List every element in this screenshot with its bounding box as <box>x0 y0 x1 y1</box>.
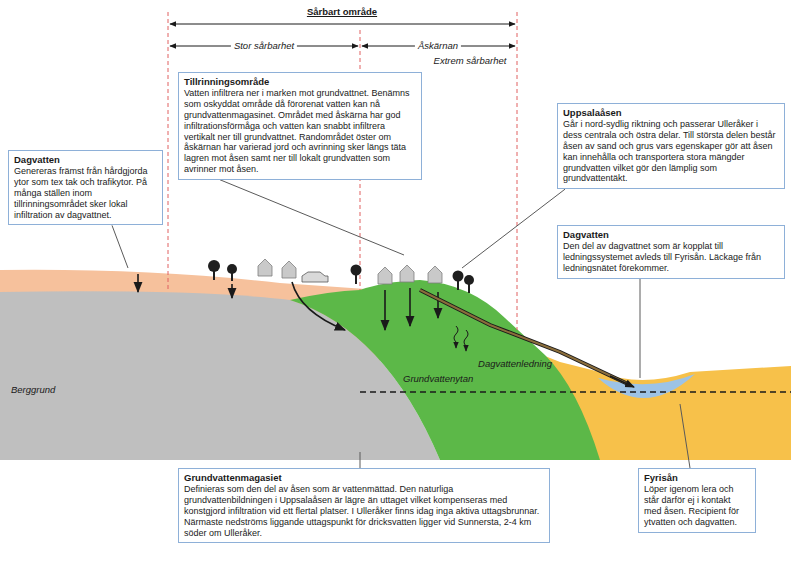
callout-text: Vatten infiltrera ner i marken mot grund… <box>184 88 416 174</box>
houses <box>258 259 442 284</box>
callout-heading: Fyrisån <box>644 472 750 483</box>
house <box>258 259 272 276</box>
tree-crown <box>351 265 362 276</box>
callout-heading: Dagvatten <box>563 229 779 240</box>
leader-line <box>220 180 404 255</box>
leader-line <box>680 404 690 468</box>
tree-crown <box>208 260 220 272</box>
callout-heading: Grundvattenmagasiet <box>184 472 544 483</box>
leakage-arrows <box>454 326 468 351</box>
callout-box: DagvattenDen del av dagvattnet som är ko… <box>557 225 785 279</box>
callout-box: TillrinningsområdeVatten infiltrera ner … <box>178 72 422 180</box>
leader-line <box>360 452 361 468</box>
groundwater-table <box>360 391 791 392</box>
leader-line <box>462 189 565 268</box>
infiltration-arrow <box>231 284 233 298</box>
stormwater-pipe <box>420 290 628 384</box>
annotation-label: Extrem sårbarhet <box>431 55 510 66</box>
annotation-label: Dagvattenledning <box>475 358 555 369</box>
zone-boundary <box>517 12 518 330</box>
callout-heading: Uppsalaåsen <box>563 107 779 118</box>
leakage-arrow <box>464 330 468 351</box>
annotation-label: Stor sårbarhet <box>231 40 297 51</box>
annotation-label: Grundvattenytan <box>400 373 476 384</box>
house <box>282 261 296 278</box>
span-arrow <box>170 24 515 25</box>
callout-box: GrundvattenmagasietDefinieras som den de… <box>178 468 550 543</box>
river-water <box>598 374 695 398</box>
zone-boundary <box>168 12 169 290</box>
leakage-arrow <box>454 326 458 348</box>
stormwater-pipe-outline <box>420 290 628 384</box>
callout-text: Definieras som den del av åsen som är va… <box>184 484 544 538</box>
callout-text: Genereras främst från hårdgjorda ytor so… <box>14 166 157 220</box>
leader-line <box>640 279 641 378</box>
callout-text: Den del av dagvattnet som är kopplat til… <box>563 241 779 273</box>
house <box>400 265 414 282</box>
callout-box: UppsalaåsenGår i nord-sydlig riktning oc… <box>557 103 785 189</box>
callout-text: Går i nord-sydlig riktning och passerar … <box>563 119 779 184</box>
infiltration-arrows <box>138 274 438 330</box>
leader-lines <box>112 180 690 468</box>
trees <box>208 260 474 293</box>
callout-box: FyrisånLöper igenom lera och står därför… <box>638 468 756 533</box>
callout-heading: Tillrinningsområde <box>184 76 416 87</box>
callout-heading: Dagvatten <box>14 154 157 165</box>
house <box>428 266 442 283</box>
infiltration-arrow <box>437 292 439 318</box>
infiltration-arrow <box>137 274 139 292</box>
callout-text: Löper igenom lera och står därför ej i k… <box>644 484 750 527</box>
annotation-label: Berggrund <box>8 384 58 395</box>
tree-trunk <box>468 284 470 293</box>
house <box>378 267 392 284</box>
car <box>302 272 328 282</box>
zone-boundaries <box>168 12 517 330</box>
tree-crown <box>227 264 237 274</box>
esker <box>290 280 600 460</box>
leader-line <box>112 225 128 268</box>
outflow-arrow <box>610 376 634 387</box>
callout-box: DagvattenGenereras främst från hårdgjord… <box>8 150 163 225</box>
tree-crown <box>453 271 464 282</box>
annotation-label: Sårbart område <box>304 6 380 17</box>
tree-crown <box>464 275 474 285</box>
infiltration-arrow <box>384 290 386 330</box>
infiltration-arrow <box>409 288 411 326</box>
runoff-arrow <box>292 282 345 330</box>
annotation-label: Åskärnan <box>415 40 461 51</box>
